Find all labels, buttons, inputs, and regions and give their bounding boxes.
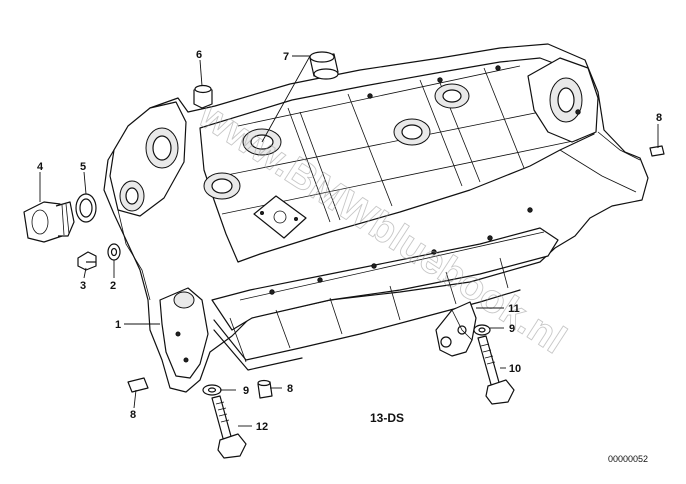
dowel-pin-middle-part[interactable] <box>257 379 273 399</box>
callout-3: 3 <box>80 280 86 292</box>
engine-block[interactable] <box>103 43 649 393</box>
bolt-right-part[interactable] <box>477 335 515 405</box>
dowel-pin-left-part[interactable] <box>127 377 149 393</box>
callout-11: 11 <box>508 303 520 315</box>
washer-part[interactable] <box>107 243 121 261</box>
callout-9-left: 9 <box>243 385 249 397</box>
callout-1: 1 <box>115 319 121 331</box>
callout-10: 10 <box>509 363 521 375</box>
callout-5: 5 <box>80 161 86 173</box>
part-number-label: 00000052 <box>608 454 648 464</box>
callout-2: 2 <box>110 280 116 292</box>
washer-right-part[interactable] <box>473 324 491 336</box>
bolt-left-part[interactable] <box>211 395 247 459</box>
callout-8-left: 8 <box>130 409 136 421</box>
dowel-sleeve-part[interactable] <box>193 84 213 109</box>
diagram-code-label: 13-DS <box>370 411 404 425</box>
washer-left-part[interactable] <box>202 384 222 396</box>
callout-7: 7 <box>283 51 289 63</box>
callout-6: 6 <box>196 49 202 61</box>
leader-lines <box>39 55 659 427</box>
callout-8-middle: 8 <box>287 383 293 395</box>
drain-bolt-part[interactable] <box>77 251 97 271</box>
callout-8-right: 8 <box>656 112 662 124</box>
screw-plug-part[interactable] <box>23 201 75 243</box>
cylinder-plug-part[interactable] <box>309 51 339 80</box>
callout-9-right: 9 <box>509 323 515 335</box>
callout-12: 12 <box>256 421 268 433</box>
dowel-pin-right-part[interactable] <box>649 145 665 157</box>
gasket-ring-part[interactable] <box>75 193 97 223</box>
bracket-part[interactable] <box>435 301 477 357</box>
callout-4: 4 <box>37 161 44 173</box>
